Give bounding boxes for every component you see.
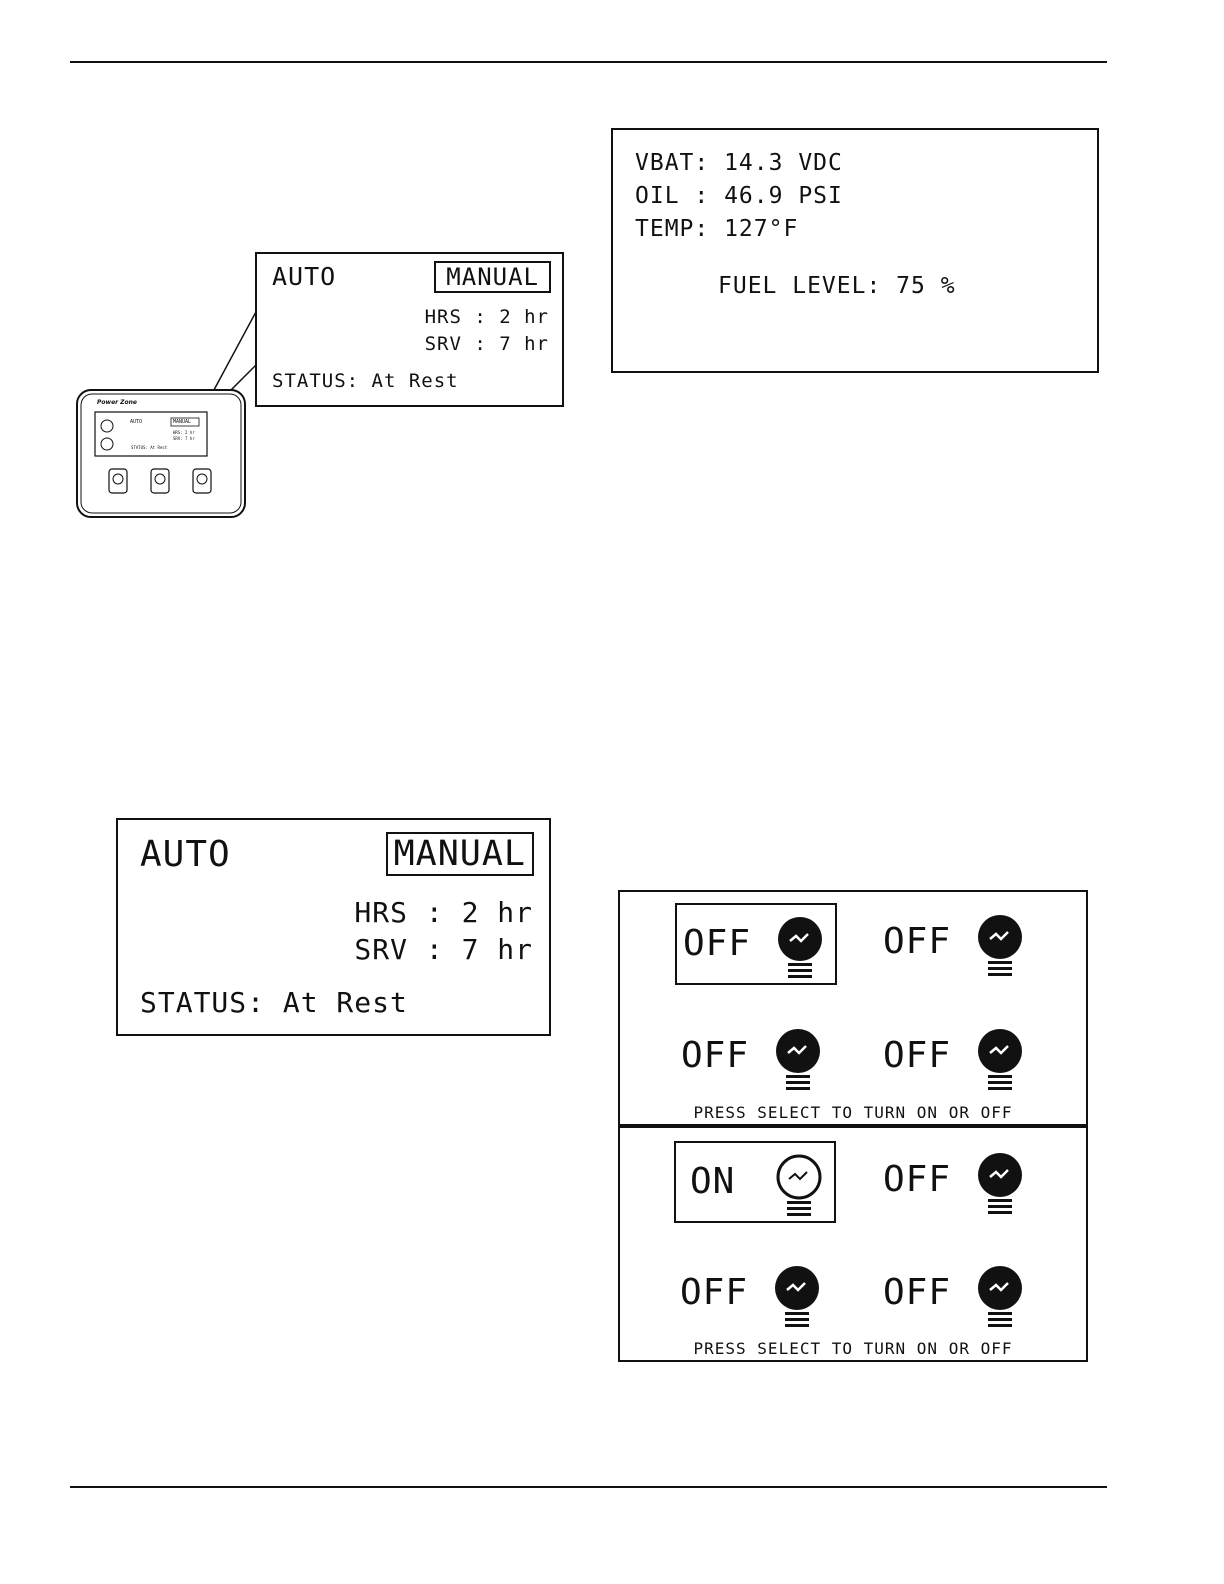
hours-readout: HRS : 2 hr bbox=[354, 896, 533, 929]
temperature-readout: TEMP: 127°F bbox=[635, 216, 799, 242]
auto-mode-label: AUTO bbox=[140, 834, 231, 875]
fuel-level-readout: FUEL LEVEL: 75 % bbox=[718, 273, 956, 299]
manual-mode-label-selected: MANUAL bbox=[385, 832, 534, 876]
bulb-off-icon bbox=[775, 1266, 819, 1327]
light-state-label: OFF bbox=[683, 923, 752, 964]
light-4[interactable]: OFF bbox=[877, 1017, 1039, 1099]
bulb-off-icon bbox=[978, 1266, 1022, 1327]
metrics-display: VBAT: 14.3 VDC OIL : 46.9 PSI TEMP: 127°… bbox=[611, 128, 1099, 373]
device-brand-label: Power Zone bbox=[97, 399, 137, 406]
light-state-label: OFF bbox=[681, 1035, 750, 1076]
panel-instruction: PRESS SELECT TO TURN ON OR OFF bbox=[693, 1339, 1013, 1358]
control-panel-device: Power Zone AUTO MANUAL HRS: 2 hr SRV: 7 … bbox=[75, 388, 247, 519]
oil-pressure-readout: OIL : 46.9 PSI bbox=[635, 183, 843, 209]
light-state-label: OFF bbox=[883, 921, 952, 962]
light-2[interactable]: OFF bbox=[877, 903, 1039, 985]
light-3[interactable]: OFF bbox=[675, 1017, 837, 1099]
lights-panel-one-on: ON OFF OFF OFF PRESS SELECT TO TURN ON O… bbox=[618, 1125, 1088, 1362]
service-readout: SRV : 7 hr bbox=[424, 333, 549, 355]
battery-voltage-readout: VBAT: 14.3 VDC bbox=[635, 150, 843, 176]
status-readout: STATUS: At Rest bbox=[272, 370, 459, 392]
light-2[interactable]: OFF bbox=[877, 1141, 1039, 1223]
hours-readout: HRS : 2 hr bbox=[424, 306, 549, 328]
auto-mode-label: AUTO bbox=[272, 262, 337, 291]
light-1[interactable]: ON bbox=[674, 1141, 836, 1223]
bulb-off-icon bbox=[978, 1153, 1022, 1214]
device-screen-status: STATUS: At Rest bbox=[131, 445, 168, 450]
light-state-label: OFF bbox=[883, 1272, 952, 1313]
light-4[interactable]: OFF bbox=[877, 1254, 1039, 1336]
bulb-off-icon bbox=[978, 1029, 1022, 1090]
status-readout: STATUS: At Rest bbox=[140, 986, 408, 1019]
light-state-label: OFF bbox=[680, 1272, 749, 1313]
footer-rule bbox=[70, 1486, 1107, 1488]
bulb-off-icon bbox=[778, 917, 822, 978]
light-state-label: ON bbox=[690, 1161, 736, 1202]
light-3[interactable]: OFF bbox=[674, 1254, 836, 1336]
light-state-label: OFF bbox=[883, 1035, 952, 1076]
device-screen-hrs: HRS: 2 hr bbox=[173, 430, 195, 435]
bulb-off-icon bbox=[776, 1029, 820, 1090]
bulb-off-icon bbox=[978, 915, 1022, 976]
panel-instruction: PRESS SELECT TO TURN ON OR OFF bbox=[693, 1103, 1013, 1122]
device-screen-manual: MANUAL bbox=[173, 419, 192, 425]
device-screen-srv: SRV: 7 hr bbox=[173, 436, 195, 441]
service-readout: SRV : 7 hr bbox=[354, 933, 533, 966]
header-rule bbox=[70, 61, 1107, 63]
bulb-on-icon bbox=[776, 1154, 822, 1216]
callout-display: AUTO MANUAL HRS : 2 hr SRV : 7 hr STATUS… bbox=[255, 252, 564, 407]
manual-mode-label-selected: MANUAL bbox=[434, 261, 551, 293]
device-screen-auto: AUTO bbox=[130, 419, 143, 425]
lights-panel-all-off: OFF OFF OFF OFF PRESS SELECT TO TURN ON … bbox=[618, 890, 1088, 1126]
light-state-label: OFF bbox=[883, 1159, 952, 1200]
light-1[interactable]: OFF bbox=[675, 903, 837, 985]
main-display-large: AUTO MANUAL HRS : 2 hr SRV : 7 hr STATUS… bbox=[116, 818, 551, 1036]
